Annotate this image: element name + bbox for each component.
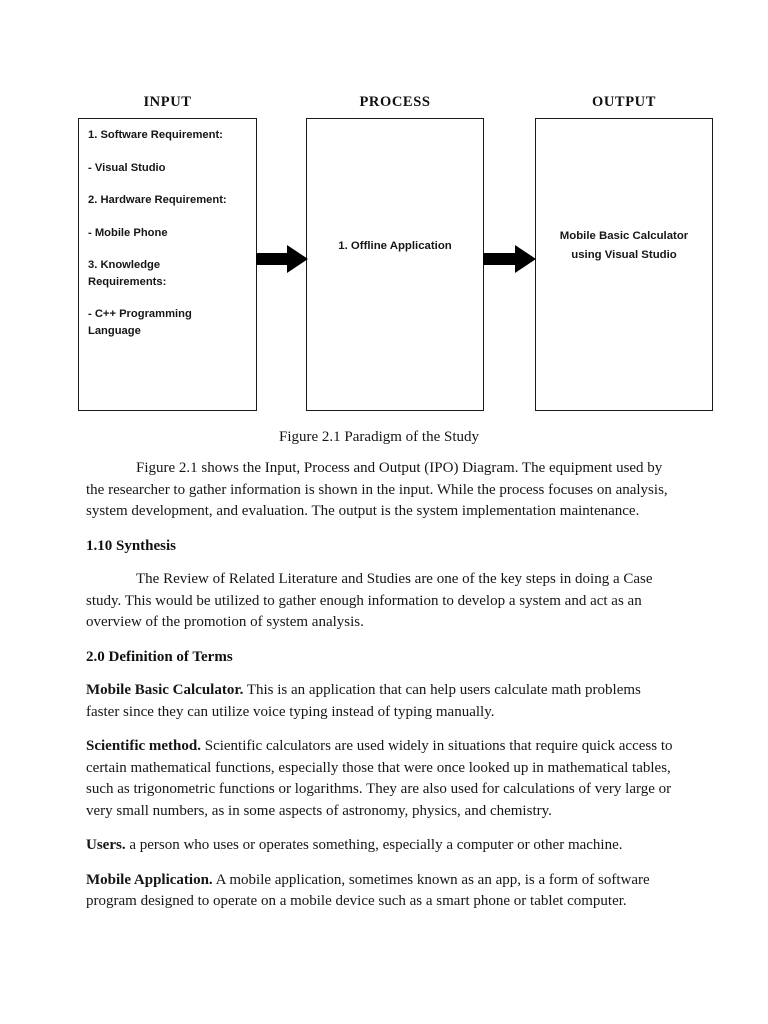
definition-entry: Mobile Basic Calculator. This is an appl… [86, 680, 676, 723]
definition-text: This is an application that can help use… [86, 682, 641, 720]
synthesis-heading: 1.10 Synthesis [86, 537, 177, 554]
output-box: Mobile Basic Calculator using Visual Stu… [535, 118, 713, 411]
definition-term: Mobile Basic Calculator. [86, 682, 244, 698]
definition-entry: Scientific method. Scientific calculator… [86, 736, 676, 822]
definition-text: Scientific calculators are used widely i… [86, 738, 673, 819]
intro-paragraph: Figure 2.1 shows the Input, Process and … [86, 460, 668, 519]
definition-term: Mobile Application. [86, 871, 213, 888]
synthesis-paragraph: The Review of Related Literature and Stu… [86, 571, 653, 630]
column-header-input: INPUT [143, 94, 192, 110]
right-arrow-icon-input-to-process [256, 243, 308, 275]
list-item: 2. Hardware Requirement: [88, 194, 227, 206]
column-header-output: OUTPUT [591, 94, 657, 110]
definitions-heading: 2.0 Definition of Terms [86, 648, 233, 665]
input-requirements-list: 1. Software Requirement: - Visual Studio… [88, 127, 250, 355]
list-item: - Visual Studio [88, 161, 166, 174]
ipo-diagram: INPUT PROCESS OUTPUT 1. Software Require… [0, 0, 768, 420]
list-item: - C++ Programming Language [88, 308, 192, 337]
definition-entry: Mobile Application. A mobile application… [86, 870, 676, 913]
right-arrow-icon-process-to-output [483, 243, 536, 275]
output-box-text: Mobile Basic Calculator using Visual Stu… [559, 230, 689, 261]
list-item: 1. Software Requirement: [88, 129, 223, 141]
definition-term: Users. [86, 837, 126, 853]
column-header-process: PROCESS [359, 94, 431, 110]
document-body: Figure 2.1 shows the Input, Process and … [86, 458, 676, 926]
figure-caption: Figure 2.1 Paradigm of the Study [279, 429, 479, 445]
list-item: 3. Knowledge Requirements: [88, 259, 167, 288]
definition-entry: Users. a person who uses or operates som… [86, 835, 676, 857]
list-item: - Mobile Phone [88, 226, 168, 239]
input-box: 1. Software Requirement: - Visual Studio… [78, 118, 257, 411]
definition-text: a person who uses or operates something,… [125, 837, 623, 853]
process-box: 1. Offline Application [306, 118, 484, 411]
process-box-text: 1. Offline Application [338, 240, 452, 252]
definition-text: A mobile application, sometimes known as… [86, 871, 650, 910]
definition-term: Scientific method. [86, 738, 201, 754]
